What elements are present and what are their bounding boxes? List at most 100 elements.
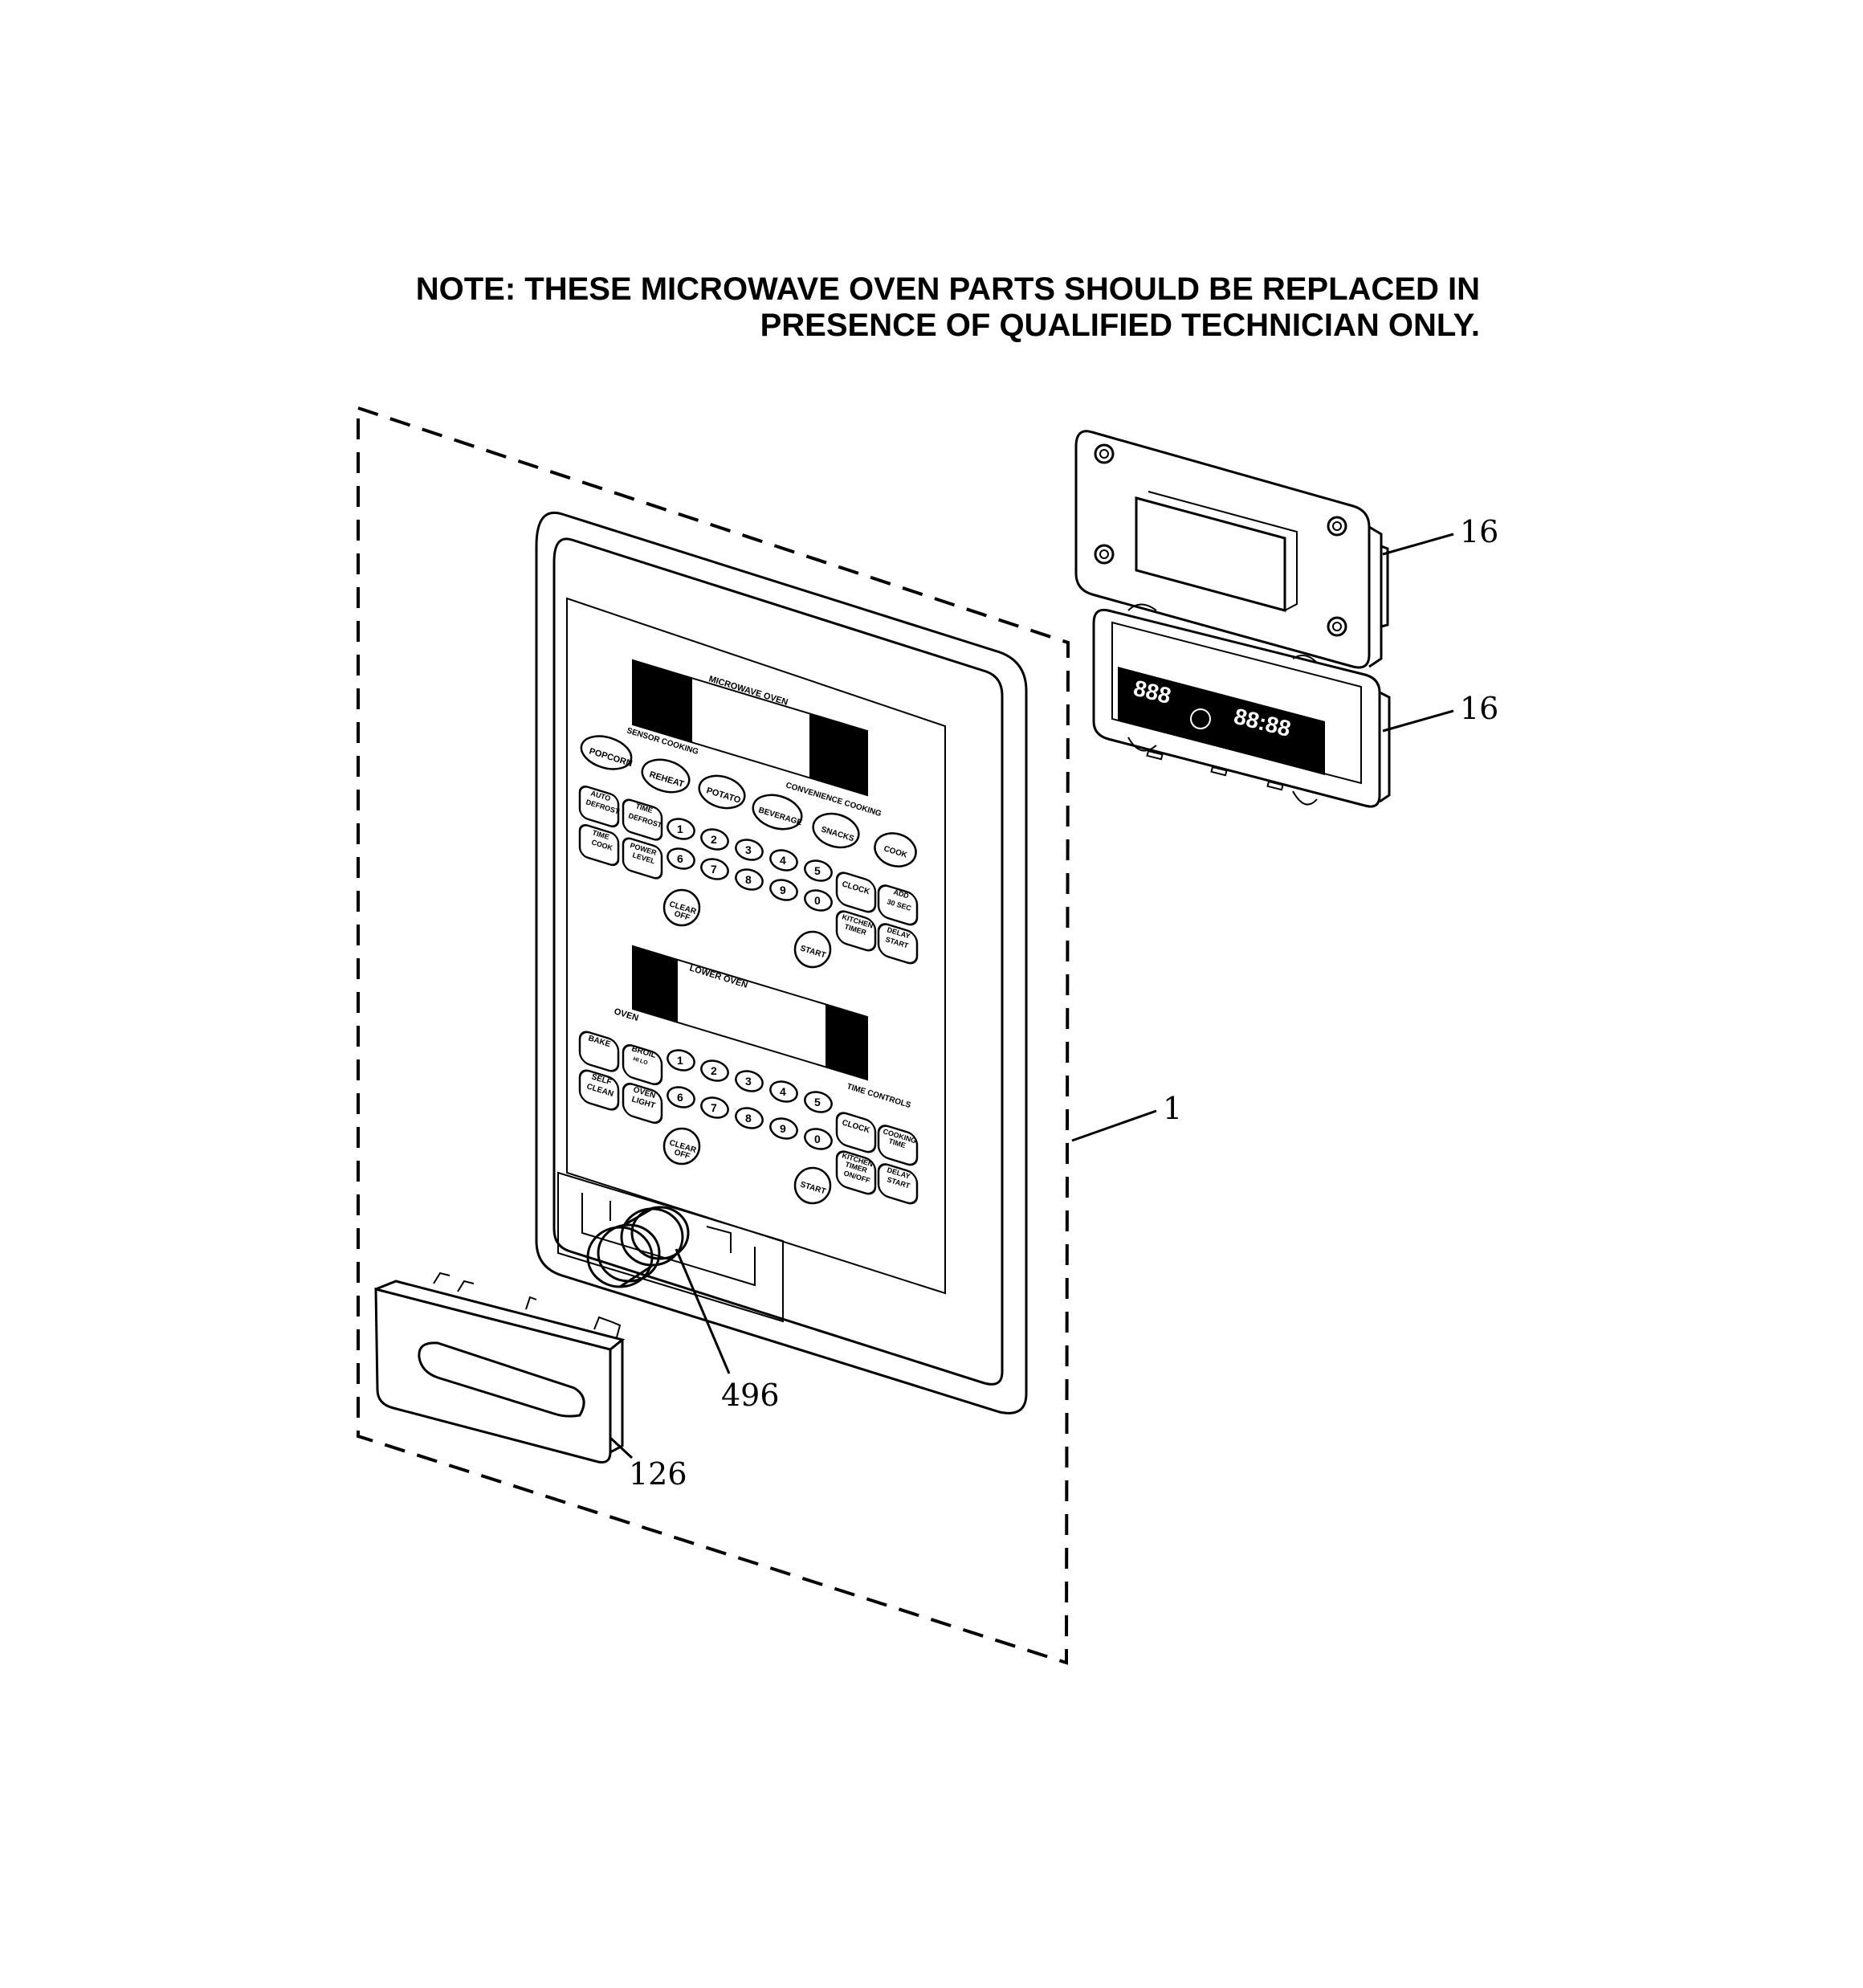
- microwave-oven-title: MICROWAVE OVEN: [707, 674, 789, 707]
- mw-key-9-label: 9: [780, 884, 786, 896]
- callout-496: 496: [721, 1378, 780, 1413]
- microwave-number-pad: 1 2 3 4 5 6 7 8 9 0: [665, 816, 834, 914]
- ov-key-0[interactable]: 0: [802, 1126, 834, 1153]
- ov-key-5[interactable]: 5: [802, 1089, 834, 1116]
- mw-key-7[interactable]: 7: [699, 856, 731, 883]
- leader-board-top: [1382, 533, 1454, 556]
- callout-16-bottom: 16: [1460, 691, 1498, 726]
- oven-light-button[interactable]: OVEN LIGHT: [622, 1081, 663, 1125]
- mw-key-5-label: 5: [814, 864, 821, 877]
- oven-number-pad: 1 2 3 4 5 6 7 8 9 0: [665, 1047, 834, 1153]
- ov-key-1-label: 1: [677, 1054, 683, 1067]
- mw-key-1[interactable]: 1: [665, 816, 697, 843]
- time-cook-button[interactable]: TIME COOK: [578, 823, 620, 867]
- mw-key-2[interactable]: 2: [699, 827, 731, 853]
- ov-key-2[interactable]: 2: [699, 1058, 731, 1084]
- panel-inner-frame: [552, 537, 1004, 1386]
- ov-key-6[interactable]: 6: [665, 1084, 697, 1111]
- oven-clock-button[interactable]: CLOCK: [835, 1111, 877, 1155]
- knob-496: [586, 1206, 690, 1288]
- mw-key-8[interactable]: 8: [733, 867, 765, 893]
- ov-key-3[interactable]: 3: [733, 1068, 765, 1095]
- time-controls-label: TIME CONTROLS: [846, 1082, 912, 1110]
- handle-126: [374, 1272, 626, 1463]
- microwave-display-dark-left: [633, 660, 692, 742]
- board-upper-16: [1074, 430, 1389, 669]
- mw-kitchen-timer-button[interactable]: KITCHEN TIMER: [835, 909, 877, 953]
- mw-start-button[interactable]: START: [793, 930, 832, 969]
- lcd-fan-icon: [1190, 708, 1211, 729]
- mw-key-3[interactable]: 3: [733, 837, 765, 863]
- lcd-display: [1118, 667, 1325, 775]
- mw-key-4[interactable]: 4: [768, 847, 800, 874]
- broil-button[interactable]: BROIL HI LO: [622, 1043, 663, 1087]
- beverage-button[interactable]: BEVERAGE: [749, 790, 806, 835]
- lower-oven-display-dark-right: [826, 1004, 867, 1080]
- mw-key-7-label: 7: [711, 863, 717, 876]
- mw-key-9[interactable]: 9: [768, 877, 800, 904]
- potato-button[interactable]: POTATO: [695, 770, 749, 813]
- time-defrost-button[interactable]: TIME DEFROST: [622, 798, 663, 842]
- bake-button[interactable]: BAKE: [578, 1030, 620, 1074]
- panel-bottom-cutout: [557, 1171, 784, 1323]
- ov-key-7[interactable]: 7: [699, 1095, 731, 1121]
- panel-cutout-detail: [581, 1193, 756, 1287]
- mw-key-1-label: 1: [677, 823, 683, 835]
- ov-key-3-label: 3: [745, 1075, 752, 1088]
- control-panel: MICROWAVE OVEN SENSOR COOKING POPCORN RE…: [535, 512, 1028, 1414]
- panel-overlay: [566, 597, 946, 1295]
- mw-key-6[interactable]: 6: [665, 846, 697, 872]
- mw-clear-off-button[interactable]: CLEAR OFF: [662, 888, 701, 927]
- oven-kitchen-timer-button[interactable]: KITCHEN TIMER ON/OFF: [835, 1149, 877, 1197]
- mw-key-0[interactable]: 0: [802, 888, 834, 914]
- panel-outer-frame: [535, 512, 1028, 1414]
- note-line-2: PRESENCE OF QUALIFIED TECHNICIAN ONLY.: [760, 308, 1480, 343]
- mw-key-3-label: 3: [745, 843, 752, 856]
- leader-panel: [1071, 1109, 1157, 1142]
- microwave-display-dark-right: [809, 713, 867, 795]
- ov-key-1[interactable]: 1: [665, 1047, 697, 1074]
- callout-16-top: 16: [1460, 514, 1498, 549]
- ov-key-2-label: 2: [711, 1064, 717, 1077]
- leader-board-bottom: [1382, 709, 1454, 733]
- oven-delay-start-button[interactable]: DELAY START: [877, 1161, 919, 1206]
- oven-start-button[interactable]: START: [793, 1166, 832, 1205]
- snacks-button[interactable]: SNACKS: [809, 808, 862, 852]
- ov-key-9-label: 9: [780, 1122, 786, 1135]
- ov-key-4-label: 4: [780, 1085, 786, 1098]
- reheat-button[interactable]: REHEAT: [638, 754, 693, 798]
- power-level-button[interactable]: POWER LEVEL: [622, 836, 663, 880]
- note-line-1: NOTE: THESE MICROWAVE OVEN PARTS SHOULD …: [416, 271, 1480, 307]
- lower-oven-title: LOWER OVEN: [688, 963, 748, 990]
- mw-key-6-label: 6: [677, 852, 683, 865]
- assembly-boundary: [357, 406, 1070, 1665]
- oven-clear-off-button[interactable]: CLEAR OFF: [662, 1127, 701, 1165]
- mw-delay-start-button[interactable]: DELAY START: [877, 921, 919, 965]
- mw-key-5[interactable]: 5: [802, 858, 834, 884]
- ov-key-6-label: 6: [677, 1091, 683, 1104]
- ov-key-8-label: 8: [745, 1112, 752, 1125]
- ov-key-0-label: 0: [814, 1133, 821, 1145]
- mw-key-4-label: 4: [780, 854, 786, 867]
- ov-key-7-label: 7: [711, 1101, 717, 1114]
- popcorn-button[interactable]: POPCORN: [577, 730, 635, 774]
- self-clean-button[interactable]: SELF CLEAN: [578, 1068, 620, 1112]
- lower-oven-display-dark-left: [633, 946, 678, 1023]
- ov-key-5-label: 5: [814, 1096, 821, 1108]
- cook-button[interactable]: COOK: [870, 828, 919, 871]
- ov-key-4[interactable]: 4: [768, 1079, 800, 1105]
- callout-1: 1: [1163, 1091, 1182, 1126]
- auto-defrost-button[interactable]: AUTO DEFROST: [578, 785, 621, 829]
- mw-key-0-label: 0: [814, 894, 821, 907]
- callout-126: 126: [629, 1456, 687, 1492]
- cooking-time-button[interactable]: COOKING TIME: [877, 1123, 919, 1167]
- ov-key-9[interactable]: 9: [768, 1116, 800, 1142]
- leader-handle: [609, 1436, 634, 1459]
- ov-key-8[interactable]: 8: [733, 1105, 765, 1132]
- mw-key-2-label: 2: [711, 833, 717, 846]
- mw-key-8-label: 8: [745, 873, 752, 886]
- mw-clock-button[interactable]: CLOCK: [835, 871, 877, 915]
- leader-knob: [675, 1248, 731, 1374]
- add-30-sec-button[interactable]: ADD 30 SEC: [877, 883, 919, 927]
